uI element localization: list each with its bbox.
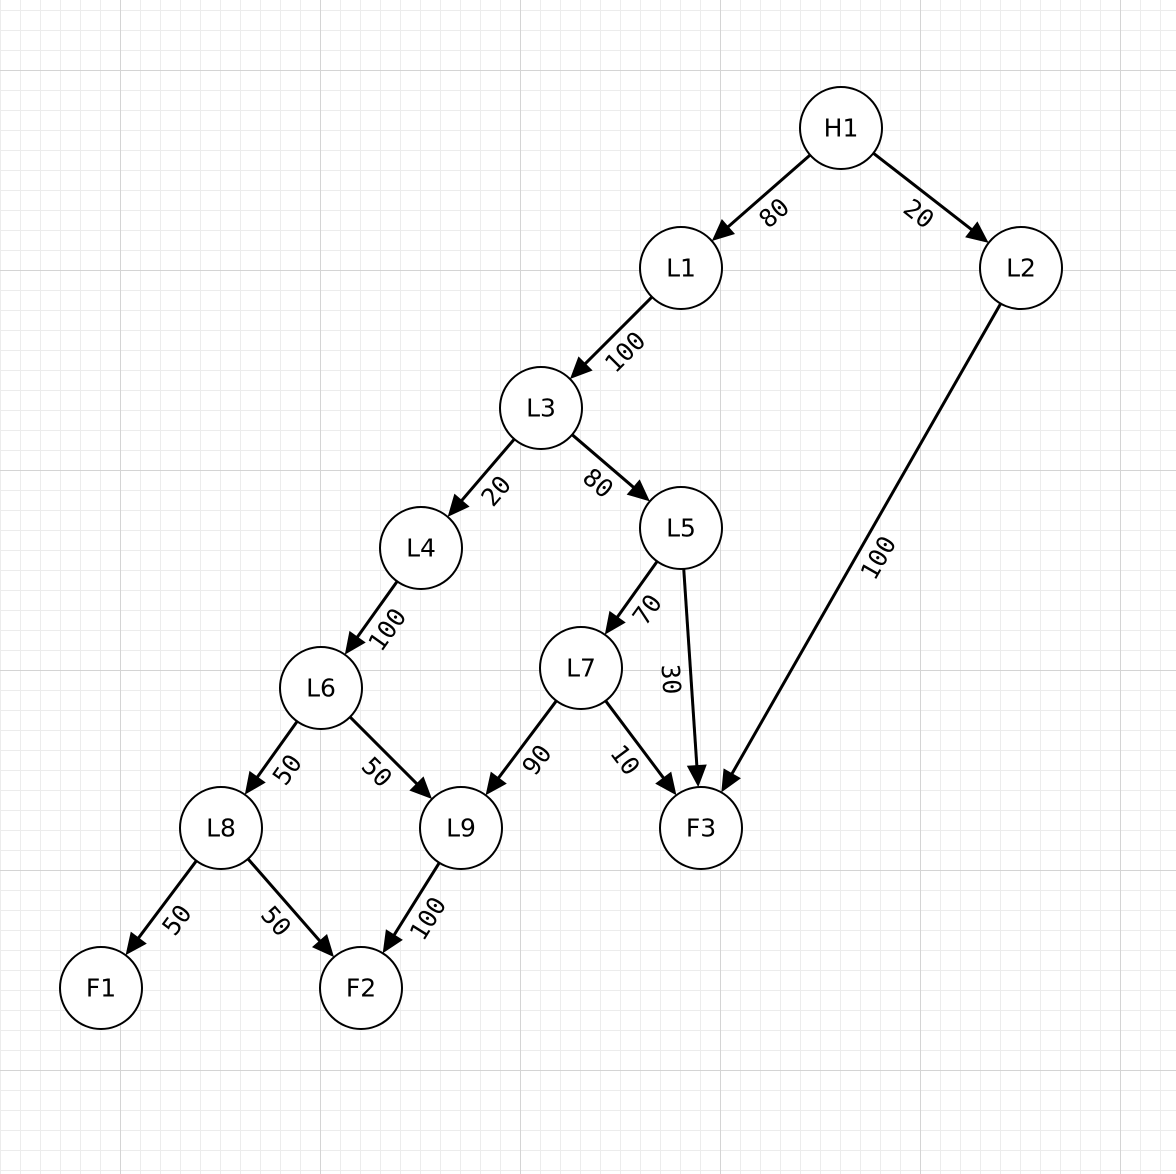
arrowhead [569,356,593,380]
edge-line [348,715,419,786]
edge-l8-f2: 50 [246,857,335,958]
arrowhead [244,770,266,795]
edge-line [729,302,1002,776]
node-h1[interactable]: H1 [799,86,883,170]
node-label: L2 [1006,254,1036,283]
edge-h1-l1: 80 [711,153,812,242]
node-label: F1 [86,974,116,1003]
edge-line [246,857,322,944]
edge-l3-l5: 80 [571,433,650,504]
node-f1[interactable]: F1 [59,946,143,1030]
edge-line [355,580,399,640]
edge-line [459,438,516,503]
edge-h1-l2: 20 [872,151,989,243]
node-label: L1 [666,254,696,283]
node-l3[interactable]: L3 [499,366,583,450]
node-l2[interactable]: L2 [979,226,1063,310]
node-label: F3 [686,814,716,843]
node-l4[interactable]: L4 [379,506,463,590]
node-circle [639,226,723,310]
edge-l1-l3: 100 [569,295,654,380]
node-label: H1 [824,114,859,143]
node-circle [979,226,1063,310]
edge-line [725,153,812,229]
node-l9[interactable]: L9 [419,786,503,870]
node-label: L3 [526,394,556,423]
node-circle [659,786,743,870]
edge-weight-label: 100 [362,603,412,657]
node-circle [419,786,503,870]
node-circle [179,786,263,870]
arrowhead [655,771,677,796]
edge-l4-l6: 100 [344,580,412,657]
arrowhead [721,768,741,793]
arrowhead [604,610,626,635]
node-circle [499,366,583,450]
node-l1[interactable]: L1 [639,226,723,310]
arrowhead [311,934,335,958]
edge-line [682,568,699,768]
edge-line [571,433,636,490]
edge-weight-label: 100 [404,892,453,946]
node-label: L8 [206,814,236,843]
edge-line [255,720,299,780]
edge-line [604,699,666,781]
node-label: L9 [446,814,476,843]
node-label: L5 [666,514,696,543]
node-label: L4 [406,534,436,563]
arrowhead [125,931,147,956]
arrowhead [447,493,470,517]
edge-l5-l7: 70 [604,560,668,635]
edge-l5-f3: 30 [656,568,707,788]
edge-l3-l4: 20 [447,438,517,517]
node-l7[interactable]: L7 [539,626,623,710]
node-f3[interactable]: F3 [659,786,743,870]
arrowhead [485,771,507,796]
edge-line [583,295,654,366]
edge-line [496,699,558,781]
arrowhead [711,218,735,242]
edge-l6-l9: 50 [348,715,433,800]
arrowhead [626,479,650,502]
node-circle [379,506,463,590]
edge-line [615,560,659,620]
edge-l7-f3: 10 [604,699,677,796]
edge-weight-label: 100 [599,326,651,378]
arrowhead [409,776,433,800]
node-circle [799,86,883,170]
node-l8[interactable]: L8 [179,786,263,870]
edge-weight-label: 30 [656,663,687,695]
node-l6[interactable]: L6 [279,646,363,730]
edge-l7-l9: 90 [485,699,558,796]
node-label: F2 [346,974,376,1003]
arrowhead [382,929,403,954]
node-circle [539,626,623,710]
arrowhead [965,221,989,243]
arrowhead [686,764,707,788]
edge-line [136,859,198,941]
node-circle [639,486,723,570]
edge-l2-f3: 100 [721,302,1002,793]
node-label: L7 [566,654,596,683]
edge-line [872,151,974,232]
node-circle [319,946,403,1030]
edge-l6-l8: 50 [244,720,308,795]
node-label: L6 [306,674,336,703]
arrowhead [344,630,366,655]
node-circle [279,646,363,730]
node-l5[interactable]: L5 [639,486,723,570]
edge-weight-label: 100 [855,531,903,585]
edge-line [392,861,441,938]
edge-l9-f2: 100 [382,861,453,954]
node-f2[interactable]: F2 [319,946,403,1030]
node-circle [59,946,143,1030]
edge-l8-f1: 50 [125,859,198,956]
